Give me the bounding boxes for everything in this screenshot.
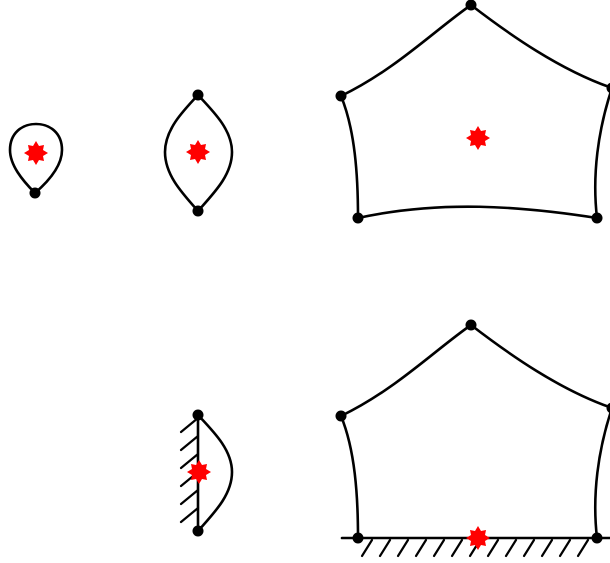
figure-bigon-on-boundary [179, 409, 234, 537]
hatch-mark [576, 538, 590, 558]
hatch-mark [179, 452, 200, 470]
hatch-mark [179, 434, 200, 452]
loop-edge [8, 122, 64, 195]
figure-loop [8, 122, 64, 199]
pentagon-edge [593, 410, 610, 540]
marker-star-icon [466, 126, 490, 150]
hatch-mark [504, 538, 518, 558]
pentagon-edge [593, 90, 610, 220]
pentagon-edge [339, 3, 473, 98]
vertex-dot [352, 532, 364, 544]
vertex-dot [352, 212, 364, 224]
vertex-dot [591, 532, 603, 544]
vertex-dot [192, 525, 204, 537]
vertex-dot [335, 410, 347, 422]
hatch-mark [360, 538, 374, 558]
hatch-mark [378, 538, 392, 558]
hatch-mark [432, 538, 446, 558]
hatch-mark [558, 538, 572, 558]
bigon-right-edge [196, 413, 234, 533]
marker-star-icon [24, 141, 48, 165]
bigon-right-edge [196, 93, 234, 213]
hatch-mark [486, 538, 500, 558]
vertex-dot [591, 212, 603, 224]
vertex-dot [192, 409, 204, 421]
hatch-mark [450, 538, 464, 558]
marker-star-icon [466, 526, 490, 550]
hatched-floor [340, 536, 610, 558]
hatch-mark [414, 538, 428, 558]
hatch-mark [179, 416, 200, 434]
figure-pentagon-on-boundary [335, 319, 610, 558]
vertex-dot [192, 89, 204, 101]
vertex-dot [29, 187, 41, 199]
marker-star-icon [186, 140, 210, 164]
pentagon-edge [469, 323, 610, 409]
figure-pentagon [335, 0, 610, 224]
hatch-mark [522, 538, 536, 558]
pentagon-edge [339, 414, 360, 540]
pentagon-edge [339, 323, 473, 418]
bigon-left-edge [163, 93, 200, 213]
vertex-dot [606, 82, 610, 94]
hatch-mark [179, 506, 200, 524]
vertex-dot [465, 319, 477, 331]
hatch-mark [396, 538, 410, 558]
vertex-dot [465, 0, 477, 11]
vertex-dot [192, 205, 204, 217]
pentagon-edge [356, 205, 599, 220]
vertex-dot [606, 402, 610, 414]
marker-star-icon [187, 460, 211, 484]
pentagon-edge [339, 94, 360, 220]
pentagon-edge [469, 3, 610, 89]
hatch-mark [179, 488, 200, 506]
hatch-mark [540, 538, 554, 558]
figure-bigon [163, 89, 234, 217]
vertex-dot [335, 90, 347, 102]
